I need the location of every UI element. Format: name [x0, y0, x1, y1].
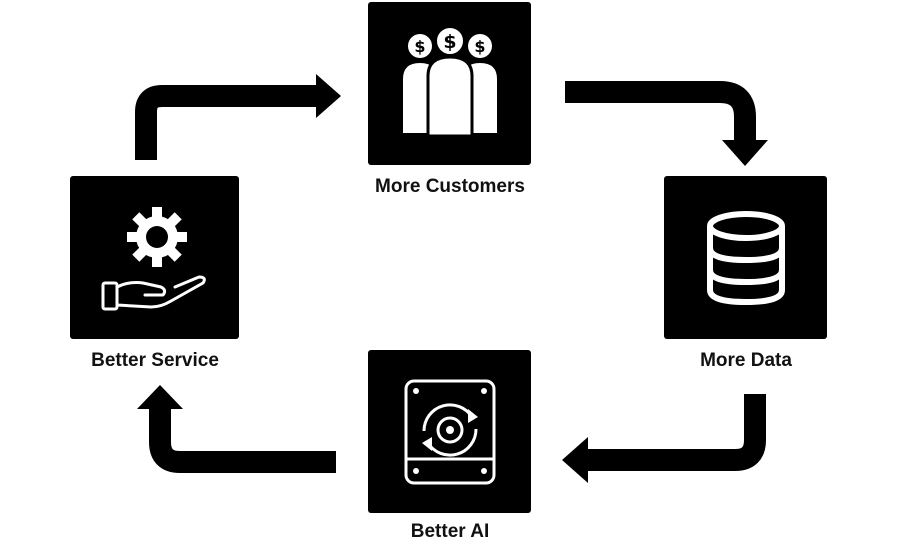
arrow-service-to-customers [135, 74, 341, 160]
arrow-data-to-ai [562, 394, 766, 483]
hard-drive-sync-icon [404, 379, 495, 484]
svg-text:$: $ [443, 31, 456, 53]
people-with-dollar-signs-icon: $ $ $ [400, 25, 499, 137]
arrow-customers-to-data [565, 81, 768, 166]
database-icon [706, 210, 785, 305]
label-more-data: More Data [700, 350, 792, 371]
svg-text:$: $ [414, 37, 425, 56]
gear-in-hand-icon [101, 206, 206, 310]
svg-text:$: $ [474, 37, 485, 56]
node-more-customers: $ $ $ [368, 2, 531, 165]
node-better-service [70, 176, 239, 339]
arrow-ai-to-service [137, 385, 336, 473]
label-better-service: Better Service [91, 350, 219, 371]
node-more-data [664, 176, 827, 339]
label-more-customers: More Customers [375, 176, 525, 197]
label-better-ai: Better AI [410, 521, 490, 542]
node-better-ai [368, 350, 531, 513]
